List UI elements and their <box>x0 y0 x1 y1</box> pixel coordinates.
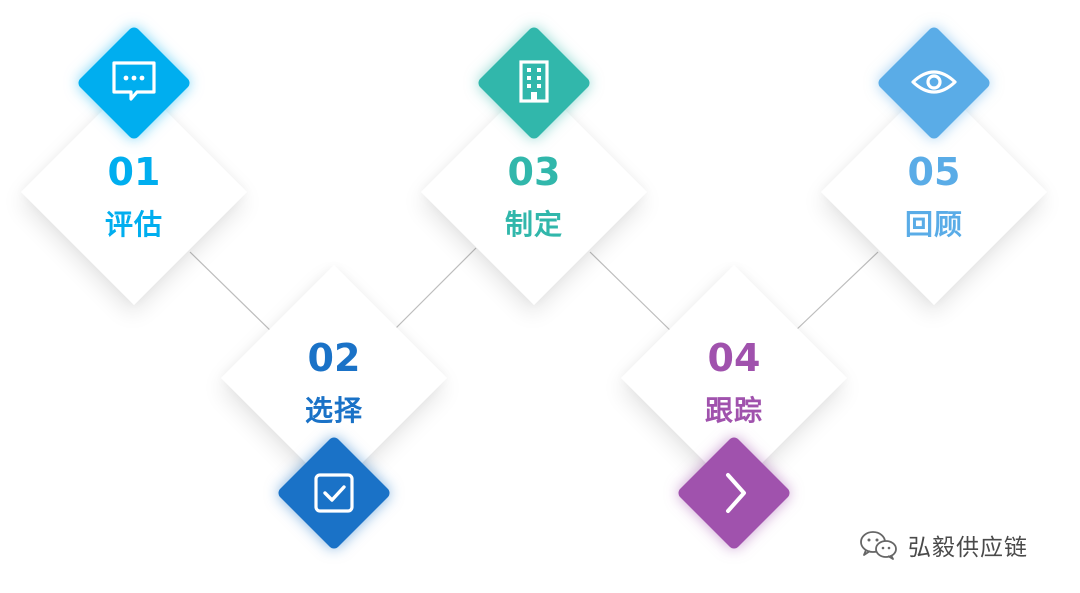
step-1-title: 评估 <box>104 208 163 241</box>
step-3-number: 03 <box>507 150 561 194</box>
connector-1-2 <box>189 251 277 337</box>
connector-2-3 <box>391 247 477 333</box>
step-4-title: 跟踪 <box>704 394 763 427</box>
step-5-title: 回顾 <box>904 208 963 241</box>
step-5-number: 05 <box>907 150 961 194</box>
eye-icon <box>911 70 957 94</box>
step-3-title: 制定 <box>504 208 563 241</box>
watermark: 弘毅供应链 <box>858 528 1028 562</box>
watermark-text: 弘毅供应链 <box>908 535 1028 561</box>
building-icon <box>519 60 549 103</box>
chat-bubble-icon <box>112 61 156 101</box>
connector-4-5 <box>793 251 879 333</box>
step-4-number: 04 <box>707 336 761 380</box>
checkbox-icon <box>314 473 354 513</box>
connector-3-4 <box>589 251 677 337</box>
chevron-right-icon <box>726 473 746 513</box>
step-1-number: 01 <box>107 150 161 194</box>
step-2-number: 02 <box>307 336 361 380</box>
step-2-title: 选择 <box>304 394 363 427</box>
wechat-icon <box>860 531 897 560</box>
